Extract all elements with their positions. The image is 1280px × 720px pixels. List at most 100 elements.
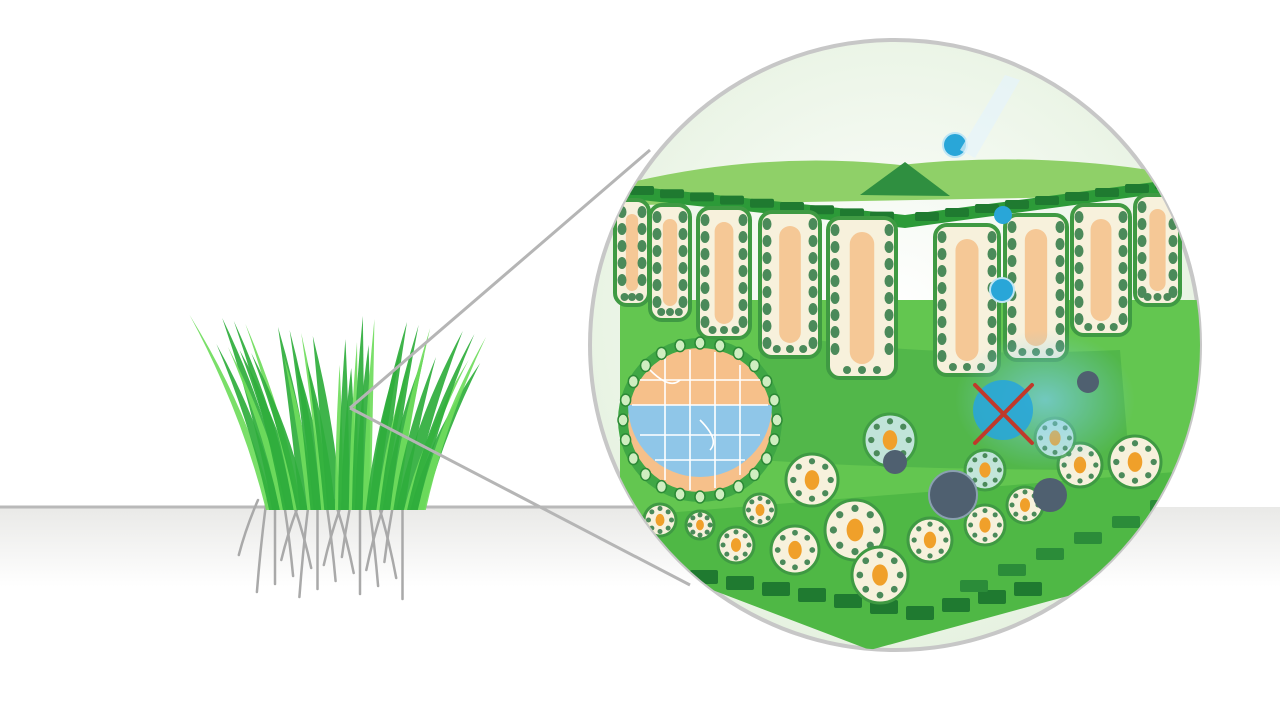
chloroplast xyxy=(1084,323,1093,331)
light-ray xyxy=(960,75,1020,158)
chloroplast xyxy=(738,282,748,294)
chloroplast xyxy=(972,457,978,463)
chloroplast xyxy=(1022,489,1028,495)
epidermis-cell xyxy=(720,195,744,205)
grass-blade xyxy=(251,353,308,510)
chloroplast xyxy=(757,519,763,525)
pollutant-particle xyxy=(883,450,907,474)
cell-vacuole xyxy=(625,214,639,291)
vascular-bundle xyxy=(617,336,783,504)
chloroplast xyxy=(665,525,671,531)
sheath-cell xyxy=(760,451,773,466)
chloroplast xyxy=(746,542,752,548)
cell-nucleus xyxy=(696,519,704,531)
chloroplast xyxy=(720,542,726,548)
chloroplast xyxy=(738,299,748,311)
cell-nucleus xyxy=(755,503,765,517)
chloroplast xyxy=(982,481,988,487)
chloroplast xyxy=(1118,228,1128,240)
chloroplast xyxy=(1093,462,1099,468)
chloroplast xyxy=(1074,262,1084,274)
chloroplast xyxy=(704,529,710,535)
spongy-cell xyxy=(963,503,1007,547)
chloroplast xyxy=(738,248,748,260)
chloroplast xyxy=(657,505,663,511)
pollutant-particle xyxy=(928,470,978,520)
grass-blade xyxy=(417,337,486,510)
chloroplast xyxy=(1137,218,1147,230)
chloroplast xyxy=(738,265,748,277)
chloroplast xyxy=(1168,269,1178,281)
chloroplast xyxy=(982,536,988,542)
epidermis-cell xyxy=(834,594,862,608)
chloroplast xyxy=(808,320,818,332)
sheath-cell xyxy=(714,487,726,502)
bundle-sheath-cells xyxy=(617,336,783,504)
epidermis-cell xyxy=(998,564,1026,576)
chloroplast xyxy=(1007,323,1017,335)
pollutant-particle xyxy=(1077,371,1099,393)
chloroplast xyxy=(943,537,949,543)
chloroplast xyxy=(1118,245,1128,257)
grass-blade xyxy=(228,347,288,510)
chloroplast xyxy=(617,240,627,252)
cell-nucleus xyxy=(1127,452,1143,472)
sheath-cell xyxy=(771,413,783,427)
epidermis-cell xyxy=(1035,196,1059,205)
chloroplast xyxy=(822,463,829,470)
chloroplast xyxy=(708,326,717,334)
chloroplast xyxy=(982,453,988,459)
cell-nucleus xyxy=(923,531,937,549)
chloroplast xyxy=(992,512,998,518)
chloroplast xyxy=(1074,296,1084,308)
chloroplast xyxy=(873,526,881,534)
root xyxy=(255,498,268,594)
chloroplast xyxy=(968,467,974,473)
epidermis-cell xyxy=(750,198,774,208)
chloroplast xyxy=(937,265,947,277)
sheath-cell xyxy=(674,338,686,353)
chloroplast xyxy=(996,467,1002,473)
epidermis-cell xyxy=(1014,582,1042,596)
chloroplast xyxy=(707,522,713,528)
chloroplast xyxy=(905,436,912,444)
palisade-cell xyxy=(826,216,898,380)
cross-mark-icon xyxy=(973,383,1034,445)
spongy-cell xyxy=(906,516,954,564)
cell-nucleus xyxy=(1019,498,1031,512)
magnifier-circle xyxy=(588,38,1202,652)
chloroplast xyxy=(937,282,947,294)
chloroplast xyxy=(700,248,710,260)
epidermis-cell xyxy=(978,590,1006,604)
chloroplast xyxy=(757,495,763,501)
sheath-cell xyxy=(732,346,745,361)
epidermis-cell xyxy=(975,204,999,213)
sheath-cell xyxy=(732,479,745,494)
chloroplast xyxy=(657,308,666,316)
chloroplast xyxy=(830,224,840,236)
sheath-cell xyxy=(694,336,706,350)
vessel-grid xyxy=(632,350,768,490)
chloroplast xyxy=(738,214,748,226)
chloroplast xyxy=(1118,472,1125,479)
chloroplast xyxy=(724,533,730,539)
chloroplast xyxy=(937,333,947,345)
chloroplast xyxy=(830,326,840,338)
chloroplast xyxy=(808,235,818,247)
root xyxy=(237,498,260,557)
blocked-particle xyxy=(973,380,1033,440)
epidermis-cell xyxy=(960,580,988,592)
epidermis-cell xyxy=(810,205,834,215)
chloroplast xyxy=(836,541,844,549)
epidermis-cell xyxy=(690,192,714,202)
chloroplast xyxy=(652,245,662,257)
epidermis-cell xyxy=(1036,548,1064,560)
chloroplast xyxy=(1009,502,1015,508)
chloroplast xyxy=(678,279,688,291)
chloroplast xyxy=(1055,238,1065,250)
palisade-cell xyxy=(1133,193,1182,307)
spongy-cell xyxy=(769,524,821,576)
chloroplast xyxy=(987,333,997,345)
chloroplast xyxy=(884,292,894,304)
chloroplast xyxy=(1055,306,1065,318)
